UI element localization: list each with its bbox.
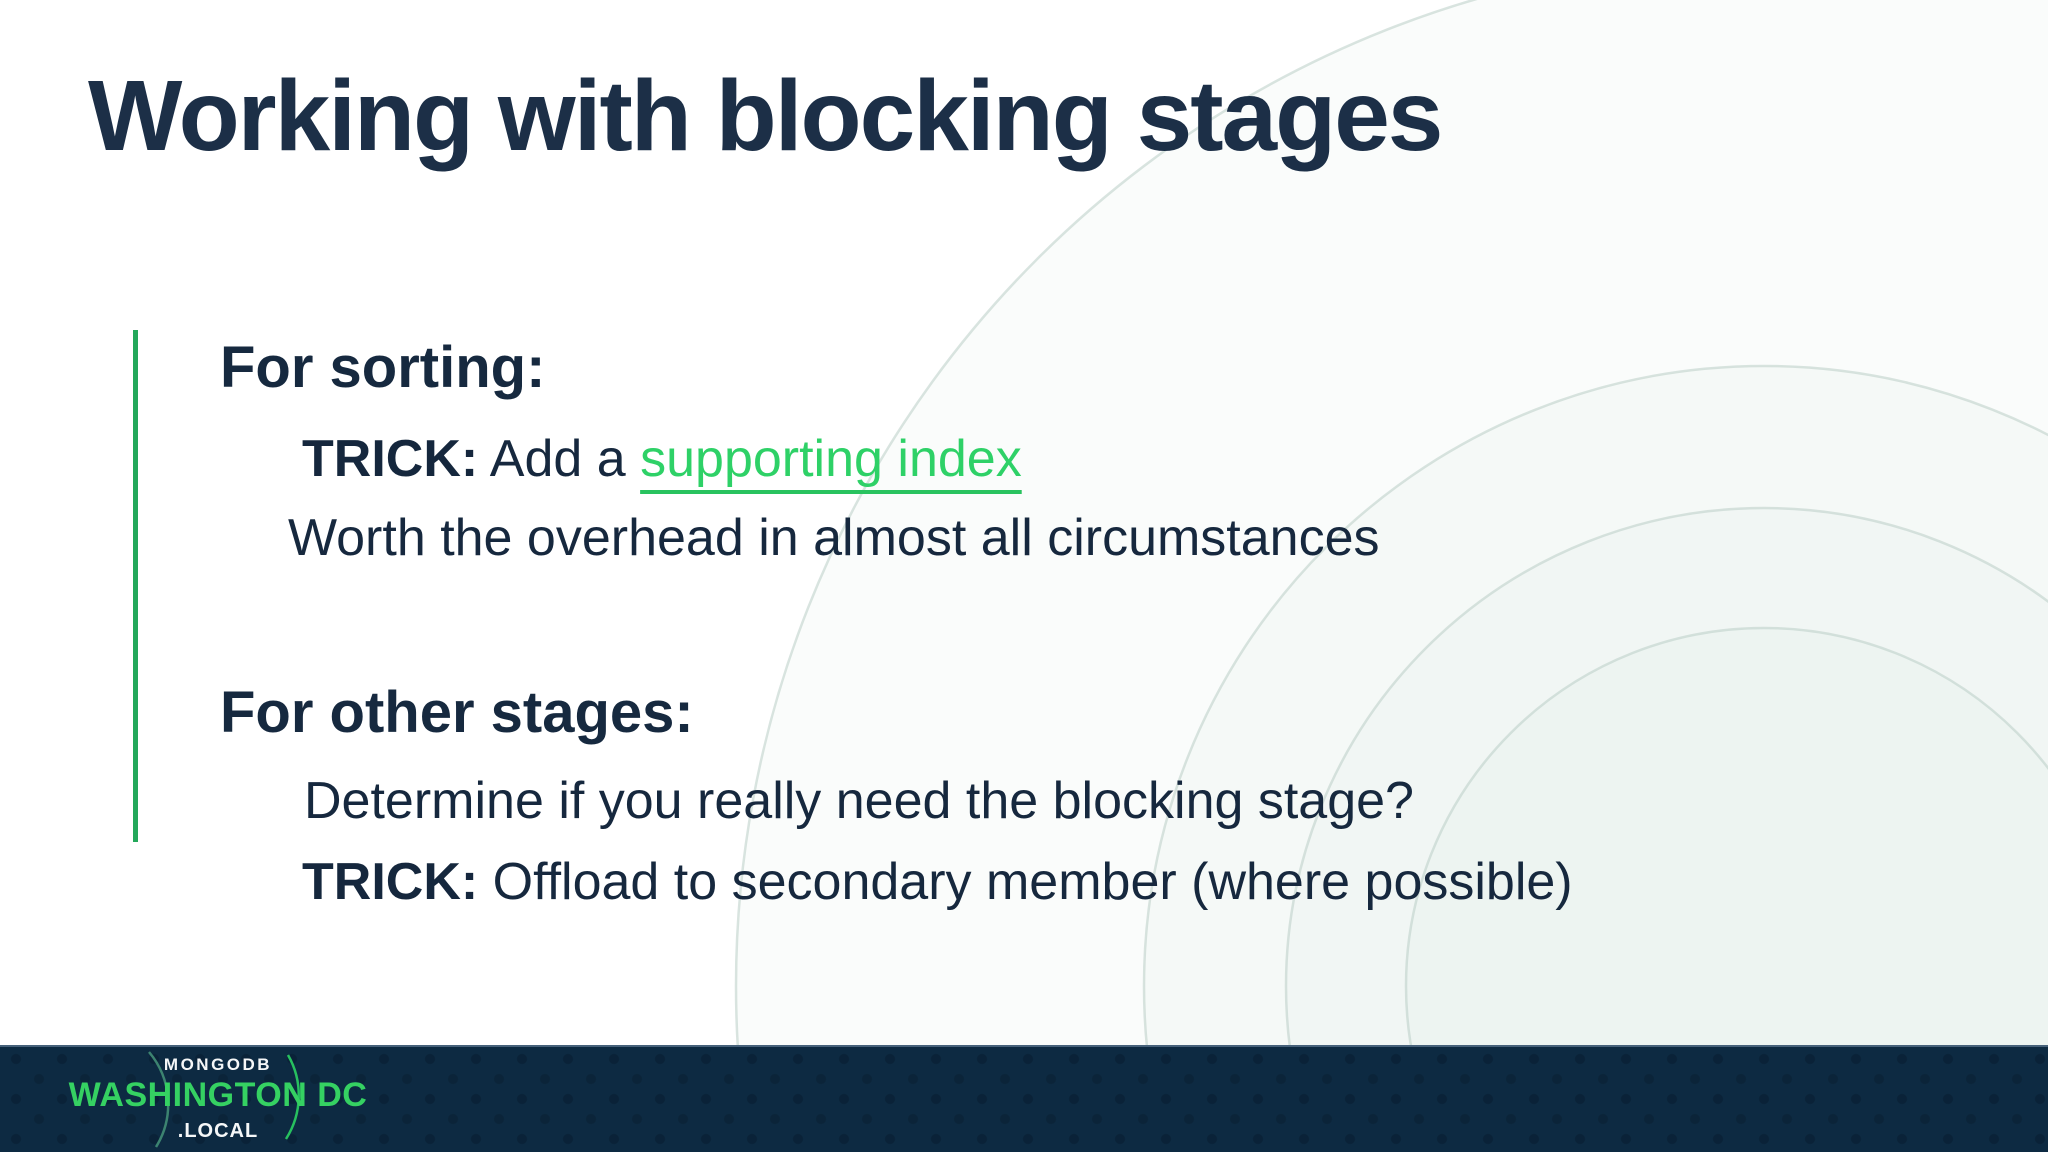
bullet-determine-blocking: Determine if you really need the blockin…	[304, 772, 1414, 830]
bullet-text: Offload to secondary member (where possi…	[478, 853, 1573, 911]
section-heading-other-stages: For other stages:	[220, 680, 694, 745]
trick-prefix: TRICK:	[302, 430, 479, 488]
footer-bar: MONGODB WASHINGTON DC .LOCAL	[0, 1045, 2048, 1152]
section-heading-sorting: For sorting:	[220, 335, 546, 400]
logo-circle-arcs	[148, 1051, 300, 1148]
accent-bar	[133, 330, 138, 842]
trick-prefix: TRICK:	[302, 853, 479, 911]
mongodb-local-logo: MONGODB WASHINGTON DC .LOCAL	[0, 1047, 440, 1152]
logo-brand-text: MONGODB	[163, 1055, 273, 1074]
logo-city-text: WASHINGTON DC	[68, 1076, 368, 1114]
logo-local-text: .LOCAL	[177, 1120, 259, 1142]
bullet-trick-supporting-index: TRICK: Add a supporting index	[302, 433, 1022, 485]
bg-circle-3	[1142, 364, 2048, 1152]
logo-arc-left	[148, 1051, 170, 1148]
bullet-text: Add a	[478, 430, 641, 488]
bg-circle-outer	[735, 0, 2048, 1152]
bg-circle-inner	[1404, 626, 2048, 1152]
bg-circle-2	[1284, 506, 2048, 1152]
bullet-worth-overhead: Worth the overhead in almost all circums…	[288, 509, 1380, 567]
slide-title: Working with blocking stages	[88, 60, 1443, 172]
supporting-index-link[interactable]: supporting index	[640, 430, 1022, 488]
logo-arc-right	[284, 1054, 300, 1140]
bullet-trick-offload: TRICK: Offload to secondary member (wher…	[302, 856, 1573, 908]
